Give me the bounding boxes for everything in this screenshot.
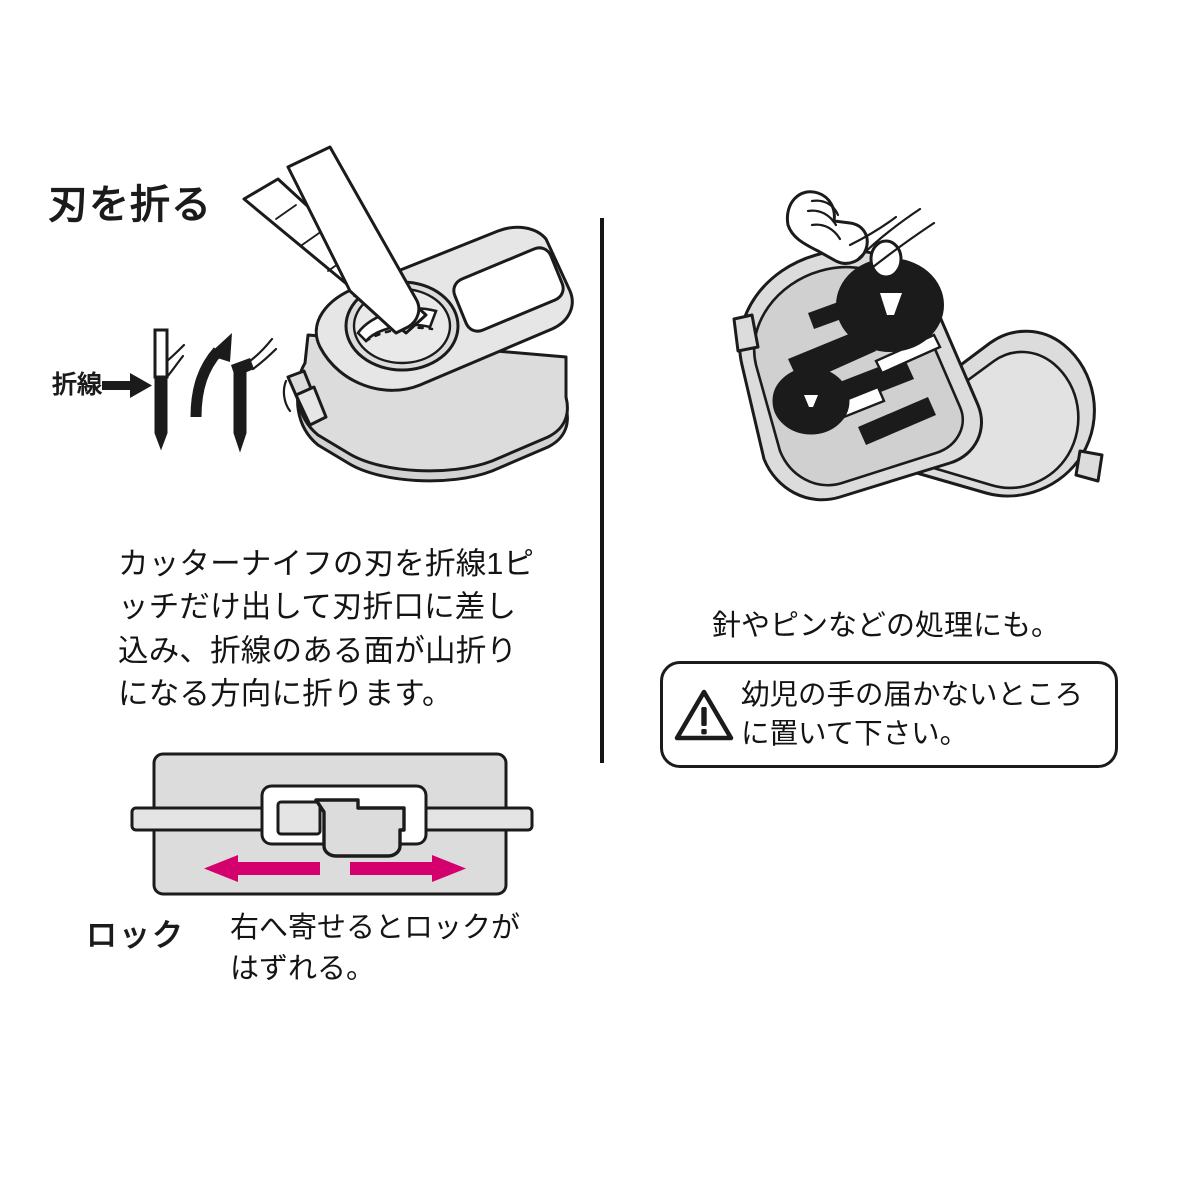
bobbin-with-pin <box>836 239 944 352</box>
body-text-left: カッターナイフの刃を折線1ピッチだけ出して刃折口に差し込み、折線のある面が山折り… <box>118 547 535 711</box>
pointer-arrow-icon <box>102 373 152 398</box>
column-divider <box>600 218 604 763</box>
opened-oval-case-illustration <box>690 190 1130 565</box>
blade-disposal-case-with-cutter-knife-illustration <box>230 145 590 515</box>
warning-triangle-icon <box>674 689 734 740</box>
body-text-right: 針やピンなどの処理にも。 <box>712 610 1061 642</box>
case-latch <box>282 369 328 427</box>
cutter-knife <box>242 145 428 335</box>
fold-motion-arrow-icon <box>190 333 232 418</box>
pins <box>856 207 936 273</box>
lock-label: ロック <box>86 918 185 953</box>
hand-dropping-pins <box>785 190 898 265</box>
slide-left-arrow-icon <box>204 855 320 882</box>
page-title: 刃を折る <box>48 183 212 227</box>
blade-snapped <box>231 337 278 453</box>
blade-fold-diagram <box>100 325 278 485</box>
foldline-label: 折線 <box>52 371 103 399</box>
lock-slider-diagram <box>130 750 534 905</box>
slide-right-arrow-icon <box>350 855 466 882</box>
lock-slider <box>260 784 428 858</box>
warning-text: 幼児の手の届かないところに置いて下さい。 <box>741 679 1084 750</box>
lock-description-text: 右へ寄せるとロックがはずれる。 <box>230 912 521 986</box>
spool-items <box>772 367 850 435</box>
blade-straight <box>153 328 186 451</box>
warning-callout: 幼児の手の届かないところに置いて下さい。 <box>660 661 1118 768</box>
